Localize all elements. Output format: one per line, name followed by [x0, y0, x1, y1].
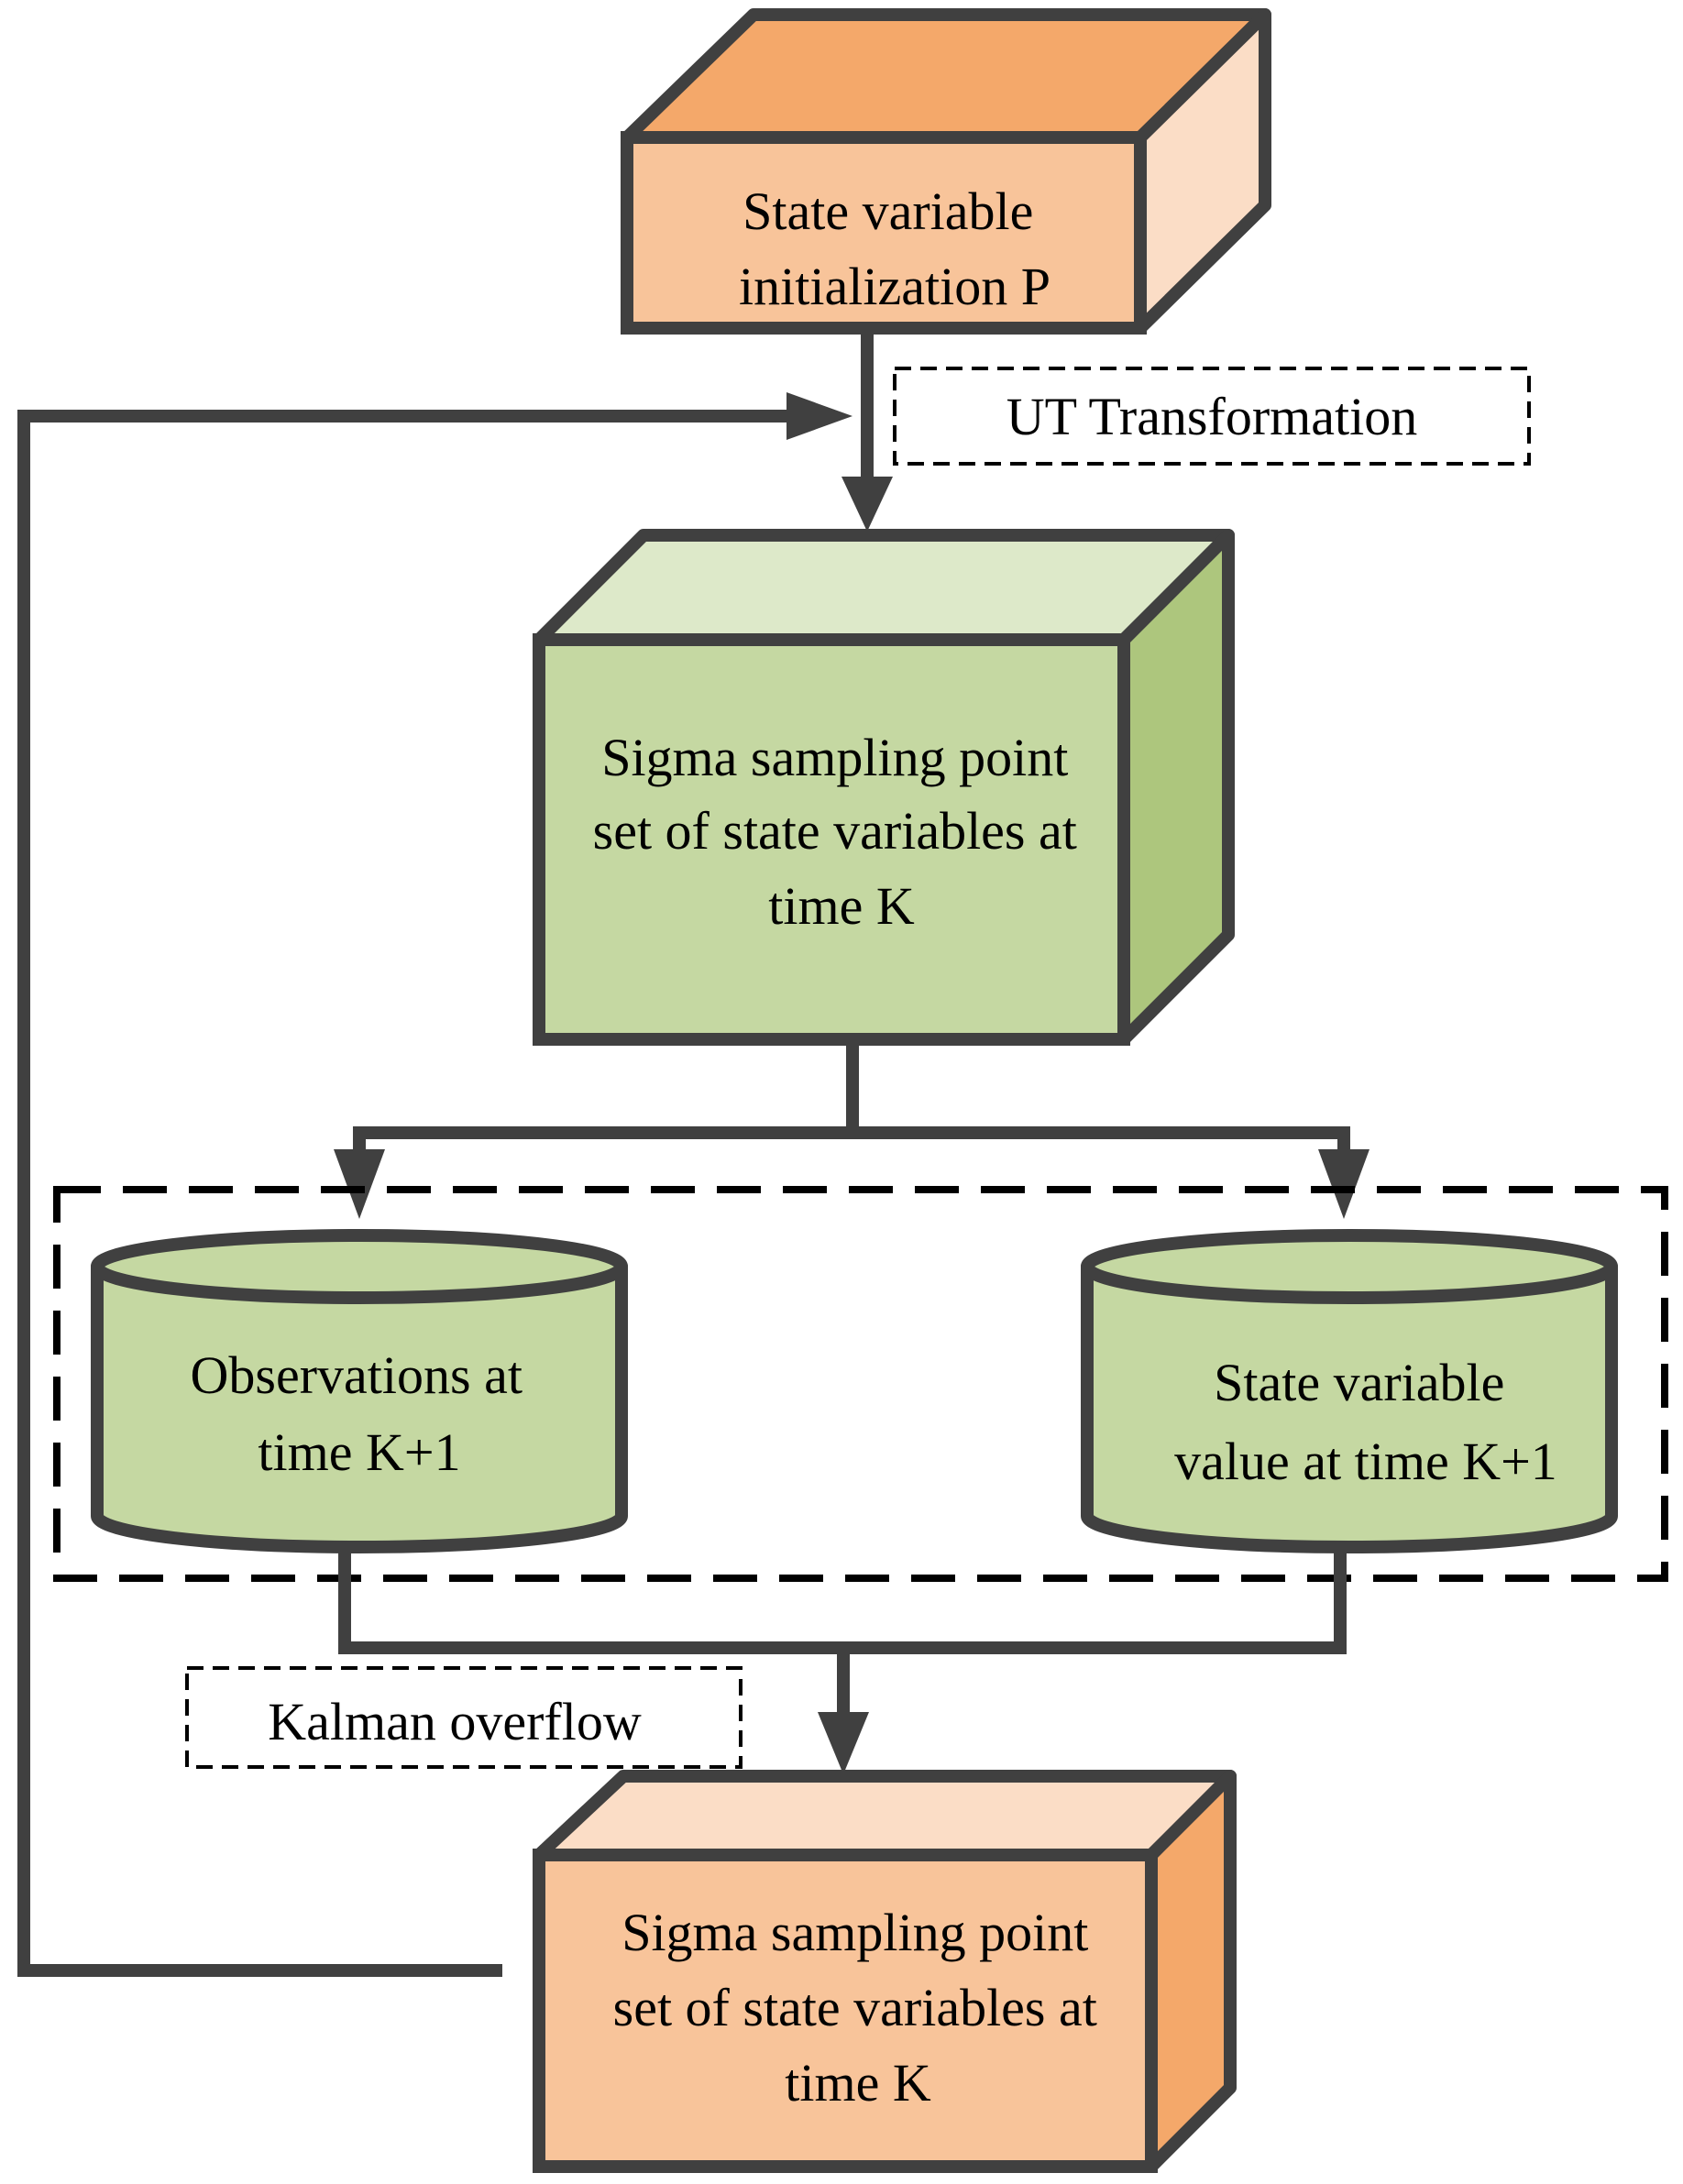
arrow-to-state-value-head [1318, 1149, 1370, 1219]
init-box-front [621, 131, 1147, 335]
kalman-overflow-label: Kalman overflow [268, 1692, 642, 1751]
feedback-loop-arrow-head [786, 392, 852, 440]
sigma-bottom-label-line-2: set of state variables at [613, 1978, 1097, 2037]
svg-text:Sigma sampling point set: Sigma sampling point set of state variab… [593, 728, 1091, 936]
sigma-top-box-top [533, 529, 1235, 646]
sigma-top-label-line-3: time K [768, 876, 915, 936]
arrow-merge-head [818, 1712, 869, 1774]
svg-text:State variable value at: State variable value at time K+1 [1174, 1353, 1557, 1491]
sigma-top-box-front [533, 633, 1130, 1046]
sigma-bottom-box: Sigma sampling point set of state variab… [533, 1770, 1237, 2173]
sigma-bottom-box-top [533, 1770, 1237, 1861]
init-box-label-line-2: initialization P [739, 257, 1050, 316]
svg-text:State variable initializ: State variable initialization P [739, 181, 1050, 316]
state-value-label-line-1: State variable [1214, 1353, 1504, 1412]
init-box: State variable initialization P [621, 8, 1271, 335]
observations-cylinder-top [91, 1229, 628, 1304]
sigma-top-box: Sigma sampling point set of state variab… [533, 529, 1235, 1046]
observations-label-line-2: time K+1 [258, 1422, 460, 1482]
arrow-init-to-sigma-head [842, 477, 893, 532]
state-value-cylinder-top [1081, 1229, 1618, 1304]
sigma-bottom-box-front [533, 1849, 1158, 2173]
sigma-top-label-line-1: Sigma sampling point [601, 728, 1068, 787]
kalman-overflow-box [185, 1666, 742, 1769]
split-connector [353, 1039, 859, 1153]
observations-cylinder-body [91, 1260, 628, 1553]
init-box-label-line-1: State variable [742, 181, 1033, 241]
observations-label-line-1: Observations at [191, 1345, 522, 1405]
sigma-top-label-line-2: set of state variables at [593, 801, 1077, 861]
sigma-bottom-label-line-1: Sigma sampling point [622, 1903, 1088, 1962]
state-value-cylinder: State variable value at time K+1 [1081, 1229, 1618, 1553]
split-connector-right [852, 1126, 1350, 1153]
sigma-bottom-box-side [1145, 1770, 1237, 2173]
ut-transformation-box [893, 367, 1531, 466]
prediction-group-box [53, 1186, 1668, 1582]
feedback-loop-line [17, 410, 794, 1977]
sigma-bottom-label-line-3: time K [785, 2053, 931, 2113]
arrow-to-observations-head [334, 1149, 385, 1219]
observations-cylinder: Observations at time K+1 [91, 1229, 628, 1553]
svg-text:Sigma sampling point set: Sigma sampling point set of state variab… [613, 1903, 1111, 2113]
state-value-cylinder-body [1081, 1260, 1618, 1553]
svg-text:Observations at time K+1: Observations at time K+1 [191, 1345, 536, 1482]
state-value-label-line-2: value at time K+1 [1174, 1432, 1557, 1491]
ut-transformation-label: UT Transformation [1006, 387, 1417, 446]
merge-connector [338, 1547, 1347, 1654]
